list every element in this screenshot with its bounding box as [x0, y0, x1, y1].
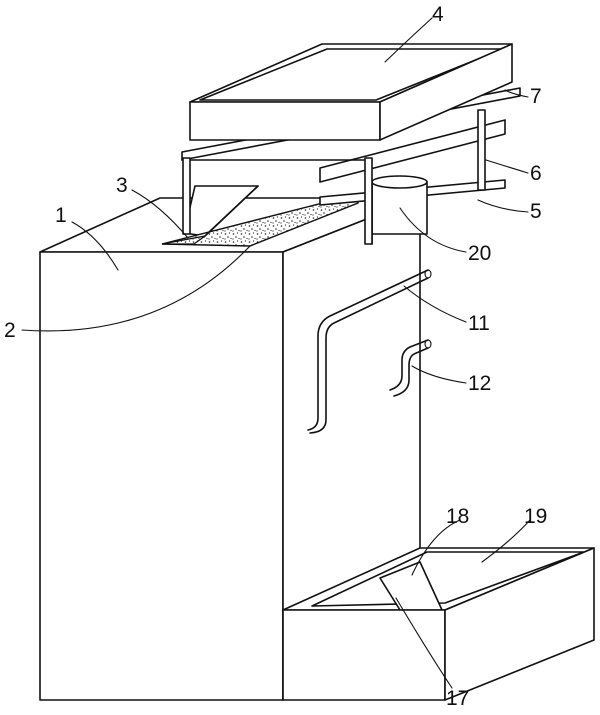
callout-1: 1 [55, 204, 67, 227]
callout-numbers: 1 2 3 4 5 6 7 20 11 12 18 19 17 [4, 3, 547, 710]
discharge-chute [161, 185, 359, 247]
outlet-pipe-long [307, 269, 432, 434]
callout-6: 6 [530, 162, 542, 185]
collection-tray [282, 547, 595, 701]
callout-19: 19 [524, 505, 547, 528]
callout-7: 7 [530, 85, 542, 108]
callout-4: 4 [432, 3, 444, 26]
callout-20: 20 [468, 242, 491, 265]
callout-17: 17 [446, 687, 469, 710]
callout-3: 3 [116, 174, 128, 197]
outlet-pipe-short [389, 339, 432, 397]
callout-11: 11 [468, 312, 490, 335]
main-cabinet [39, 197, 421, 701]
callout-2: 2 [4, 319, 16, 342]
feed-hopper [189, 43, 513, 141]
leader-lines [21, 17, 531, 689]
callout-5: 5 [530, 200, 542, 223]
callout-18: 18 [446, 505, 469, 528]
callout-12: 12 [468, 372, 491, 395]
drive-motor [371, 175, 428, 245]
